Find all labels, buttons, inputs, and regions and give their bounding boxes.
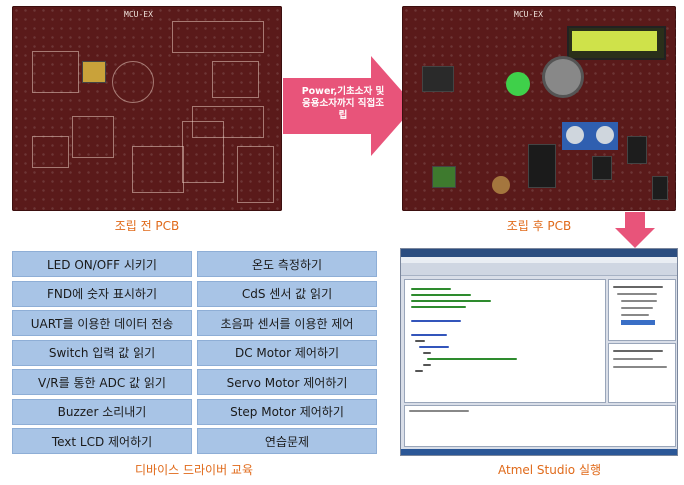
course-item: DC Motor 제어하기 <box>197 339 377 366</box>
course-item: 온도 측정하기 <box>197 251 377 277</box>
course-item: FND에 숫자 표시하기 <box>12 280 192 307</box>
course-item: Text LCD 제어하기 <box>12 428 192 454</box>
output-panel <box>404 405 676 447</box>
caption-after-pcb: 조립 후 PCB <box>506 219 572 233</box>
assembly-arrow <box>283 56 415 156</box>
arrow-text: Power,기초소자 및응용소자까지 직접조립 <box>301 86 385 121</box>
atmel-studio-screenshot <box>400 248 678 456</box>
course-item: V/R를 통한 ADC 값 읽기 <box>12 369 192 395</box>
course-item: 초음파 센서를 이용한 제어 <box>197 310 377 336</box>
board-title-after: MCU-EX <box>514 10 543 19</box>
course-item: Buzzer 소리내기 <box>12 398 192 425</box>
board-title: MCU-EX <box>124 10 153 19</box>
course-item: Step Motor 제어하기 <box>197 398 377 425</box>
course-item: UART를 이용한 데이터 전송 <box>12 310 192 336</box>
course-list: LED ON/OFF 시키기 온도 측정하기 FND에 숫자 표시하기 CdS … <box>12 251 377 454</box>
studio-arrow <box>615 212 655 248</box>
course-item: LED ON/OFF 시키기 <box>12 251 192 277</box>
pcb-before-image: MCU-EX <box>12 6 282 211</box>
solution-explorer <box>608 279 676 341</box>
course-item: Switch 입력 값 읽기 <box>12 339 192 366</box>
course-item: Servo Motor 제어하기 <box>197 369 377 395</box>
course-item: CdS 센서 값 읽기 <box>197 280 377 307</box>
course-item: 연습문제 <box>197 428 377 454</box>
caption-before-pcb: 조립 전 PCB <box>114 219 180 233</box>
caption-studio: Atmel Studio 실행 <box>498 463 602 477</box>
properties-panel <box>608 343 676 403</box>
pcb-after-image: MCU-EX <box>402 6 676 211</box>
code-editor <box>404 279 606 403</box>
caption-course-list: 디바이스 드라이버 교육 <box>134 463 254 477</box>
